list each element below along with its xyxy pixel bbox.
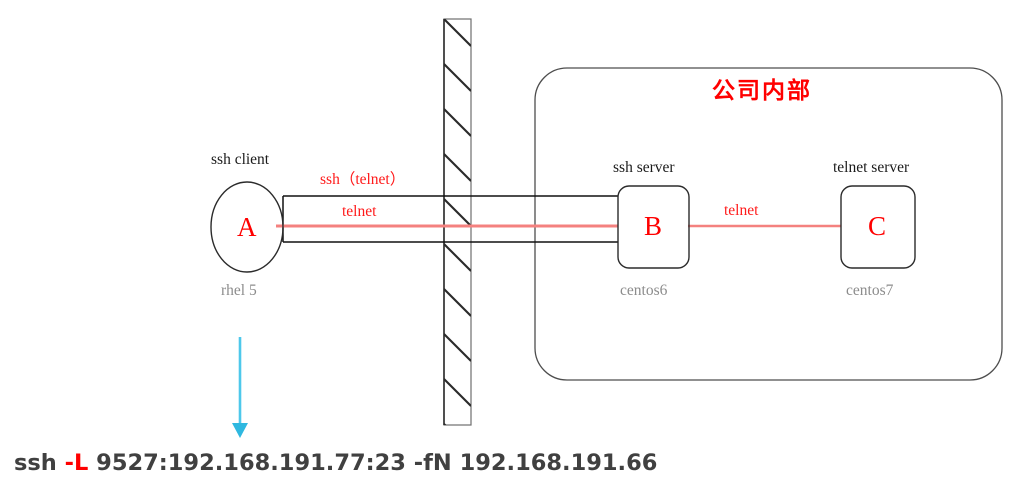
ssh-command-prefix: ssh xyxy=(14,450,65,476)
node-a-role-label: ssh client xyxy=(211,151,270,168)
node-c-shape xyxy=(840,185,916,269)
node-a-os-label: rhel 5 xyxy=(221,282,257,299)
node-b-letter: B xyxy=(644,211,663,241)
node-a-shape xyxy=(210,181,284,273)
telnet-link-b-c-label: telnet xyxy=(724,202,759,219)
ssh-command-suffix: 9527:192.168.191.77:23 -fN 192.168.191.6… xyxy=(88,450,658,476)
node-c-role-label: telnet server xyxy=(833,159,910,176)
node-c-letter: C xyxy=(868,211,887,241)
node-b-shape xyxy=(617,185,690,269)
ssh-command-text: ssh -L 9527:192.168.191.77:23 -fN 192.16… xyxy=(14,450,657,476)
firewall-icon xyxy=(443,18,472,426)
company-internal-zone-boundary xyxy=(534,67,1003,381)
node-b-role-label: ssh server xyxy=(613,159,675,176)
ssh-command-flag: -L xyxy=(64,450,89,476)
company-internal-zone-label: 公司内部 xyxy=(712,78,812,104)
ssh-tunnel-link-label: ssh（telnet） xyxy=(320,171,406,188)
node-b-os-label: centos6 xyxy=(620,282,668,299)
command-pointer-arrow xyxy=(232,337,248,438)
node-a-letter: A xyxy=(237,212,257,242)
telnet-link-a-b-label: telnet xyxy=(342,203,377,220)
node-c-os-label: centos7 xyxy=(846,282,894,299)
